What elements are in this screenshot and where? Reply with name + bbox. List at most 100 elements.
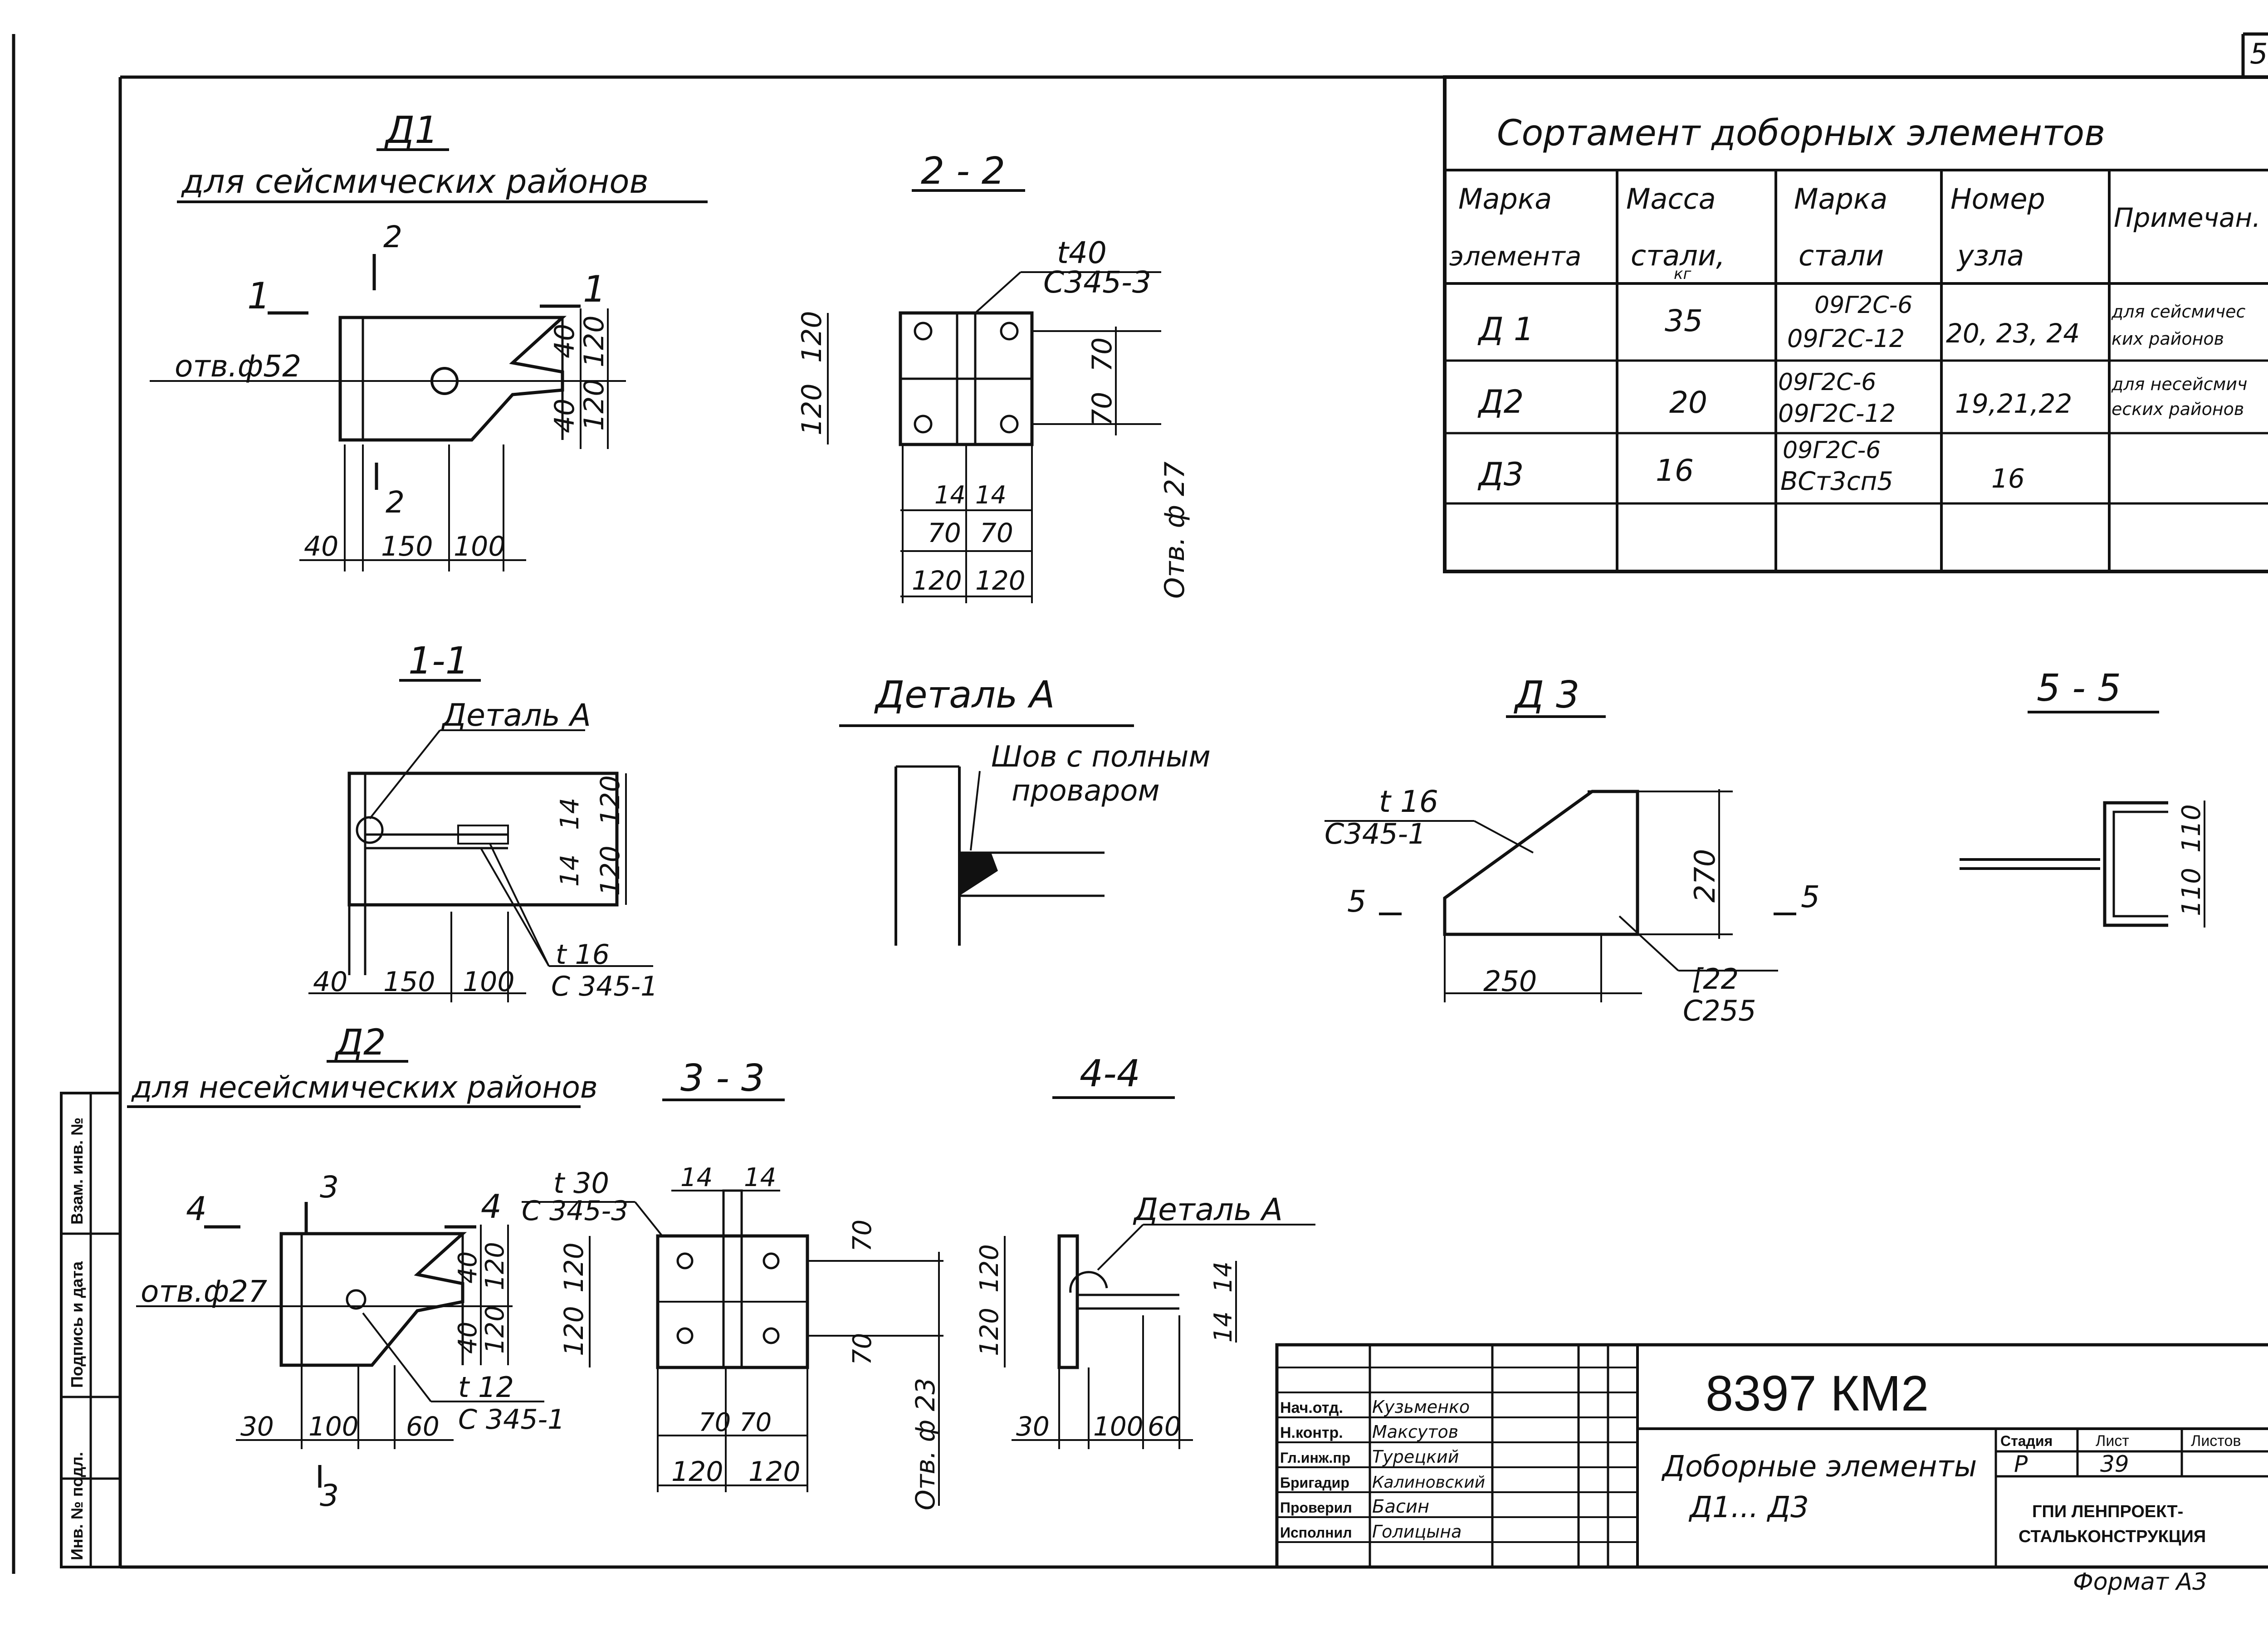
s22-dim-right-70a: 70 <box>1086 337 1118 372</box>
d1-dim-40a: 40 <box>549 324 581 358</box>
tb-stage-label: Стадия <box>2000 1433 2053 1449</box>
d2-subtitle: для несейсмических районов <box>131 1070 598 1105</box>
s33-top-14b: 14 <box>744 1163 776 1192</box>
tb-org-line1: ГПИ ЛЕНПРОЕКТ- <box>2032 1502 2183 1521</box>
tb-name-0: Кузьменко <box>1372 1397 1470 1417</box>
hdr-note: Примечан. <box>2114 202 2261 233</box>
view-section-3-3: 3 - 3 t 30 С 345-3 14 14 120 120 70 70 О… <box>522 1057 943 1510</box>
tb-name-line2: Д1... Д3 <box>1688 1491 1809 1524</box>
row3-mark: Д3 <box>1477 456 1524 493</box>
tb-role-1: Н.контр. <box>1280 1424 1343 1441</box>
s11-title: 1-1 <box>408 640 469 683</box>
d2-cut-3-bottom: 3 <box>320 1478 339 1513</box>
row3-steel2: ВСт3сп5 <box>1780 467 1893 496</box>
tb-sheets-label: Листов <box>2191 1432 2241 1450</box>
view-section-1-1: 1-1 Деталь А 14 120 14 120 40 150 100 t … <box>308 640 658 1002</box>
s33-dim-right-70b: 70 <box>848 1333 877 1365</box>
s22-dim-right-70b: 70 <box>1086 392 1118 426</box>
stamp-vzam-inv: Взам. инв. № <box>68 1118 86 1225</box>
s44-dim-right-14a: 14 <box>1209 1261 1237 1293</box>
tb-sheet: 39 <box>2100 1451 2129 1477</box>
s55-dim-110b: 110 <box>2177 868 2206 916</box>
s22-hole: Отв. ф 27 <box>1159 462 1191 599</box>
s22-dim-120a: 120 <box>912 565 962 596</box>
row1-note2: ких районов <box>2112 329 2224 349</box>
s55-dim-110a: 110 <box>2177 804 2206 853</box>
detA-note-line2: проваром <box>1012 774 1160 808</box>
s11-dim-120a: 120 <box>595 775 626 825</box>
d1-dim-40b: 40 <box>549 399 581 433</box>
hdr-mass-1: Масса <box>1626 182 1716 215</box>
tb-name-5: Голицына <box>1372 1522 1461 1542</box>
row3-mass: 16 <box>1656 453 1694 488</box>
d2-title: Д2 <box>334 1022 386 1063</box>
d2-dim-100: 100 <box>308 1411 359 1442</box>
tb-sheet-label: Лист <box>2096 1432 2129 1450</box>
row2-mass: 20 <box>1669 385 1707 420</box>
row2-steel1: 09Г2С-6 <box>1778 369 1876 396</box>
detA-title: Деталь А <box>874 674 1055 717</box>
view-section-5-5: 5 - 5 110 110 <box>1960 667 2206 928</box>
tb-role-3: Бригадир <box>1280 1475 1349 1491</box>
s33-plate: t 30 <box>553 1167 609 1200</box>
d3-dim-270: 270 <box>1688 849 1721 903</box>
view-section-4-4: 4-4 Деталь А 120 120 14 14 30 100 60 <box>975 1052 1315 1449</box>
row1-note1: для сейсмичес <box>2111 302 2246 322</box>
row2-node: 19,21,22 <box>1955 388 2072 419</box>
d2-cut-3-top: 3 <box>320 1170 339 1205</box>
s11-plate: t 16 <box>556 939 610 971</box>
s33-title: 3 - 3 <box>680 1057 765 1100</box>
s44-dim-60: 60 <box>1148 1411 1181 1442</box>
s22-dim-left-120b: 120 <box>796 383 828 435</box>
s11-dim-100: 100 <box>463 966 515 998</box>
row2-note2: еских районов <box>2112 399 2244 419</box>
tb-name-3: Калиновский <box>1372 1473 1485 1492</box>
d1-subtitle: для сейсмических районов <box>181 162 649 200</box>
hdr-node-1: Номер <box>1950 182 2045 215</box>
d3-channel-steel: С255 <box>1683 994 1756 1027</box>
s22-steel: С345-3 <box>1043 265 1151 300</box>
d2-dim-120a: 120 <box>480 1242 510 1290</box>
d1-cut-2-bottom: 2 <box>386 485 405 520</box>
view-d1: Д1 для сейсмических районов 40 120 40 12… <box>150 109 708 571</box>
d2-plate: t 12 <box>458 1371 514 1404</box>
s11-dim-150: 150 <box>383 966 435 998</box>
stamp-inv-podl: Инв. № подл. <box>68 1452 86 1560</box>
d1-cut-2-top: 2 <box>383 220 402 254</box>
s44-dim-left-120a: 120 <box>975 1244 1004 1293</box>
hdr-node-2: узла <box>1956 239 2024 272</box>
d1-hole-label: отв.ф52 <box>175 349 301 384</box>
tb-name-line1: Доборные элементы <box>1661 1450 1977 1484</box>
hdr-mass-3: кг <box>1674 265 1692 283</box>
tb-name-2: Турецкий <box>1372 1447 1459 1467</box>
d2-cut-4-left: 4 <box>186 1190 207 1228</box>
hdr-mass-2: стали, <box>1631 239 1725 272</box>
s22-title: 2 - 2 <box>921 150 1005 193</box>
hdr-mark-1: Марка <box>1458 182 1552 215</box>
title-block: Нач.отд. Кузьменко Н.контр. Максутов Гл.… <box>1275 1343 2268 1596</box>
hdr-steel-1: Марка <box>1794 182 1887 215</box>
s11-dim-40: 40 <box>313 966 347 998</box>
s11-dim-14b: 14 <box>555 855 585 887</box>
s22-dim-left-120a: 120 <box>796 311 828 363</box>
s33-dim-120b: 120 <box>748 1456 801 1488</box>
d2-dim-30: 30 <box>240 1411 274 1442</box>
d2-cut-4-right: 4 <box>481 1187 502 1226</box>
s44-dim-100: 100 <box>1093 1411 1144 1442</box>
sortament-table: Сортамент доборных элементов Марка элеме… <box>1443 75 2268 573</box>
view-section-2-2: 2 - 2 t40 С345-3 120 120 70 70 14 14 70 … <box>796 150 1191 603</box>
row1-node: 20, 23, 24 <box>1946 318 2080 349</box>
d1-dim-40: 40 <box>304 531 338 562</box>
d3-steel: С345-1 <box>1325 817 1426 850</box>
s22-plate: t40 <box>1057 235 1107 270</box>
row1-steel2: 09Г2С-12 <box>1787 324 1905 353</box>
d1-dim-150: 150 <box>381 531 433 562</box>
d1-cut-1-right: 1 <box>583 268 606 310</box>
tb-role-5: Исполнил <box>1280 1524 1352 1541</box>
s22-dim-70a: 70 <box>928 518 961 548</box>
d2-dim-40b: 40 <box>453 1322 483 1354</box>
s44-dim-left-120b: 120 <box>975 1308 1004 1356</box>
s33-dim-left-120b: 120 <box>558 1306 589 1356</box>
d3-dim-250: 250 <box>1483 965 1537 998</box>
